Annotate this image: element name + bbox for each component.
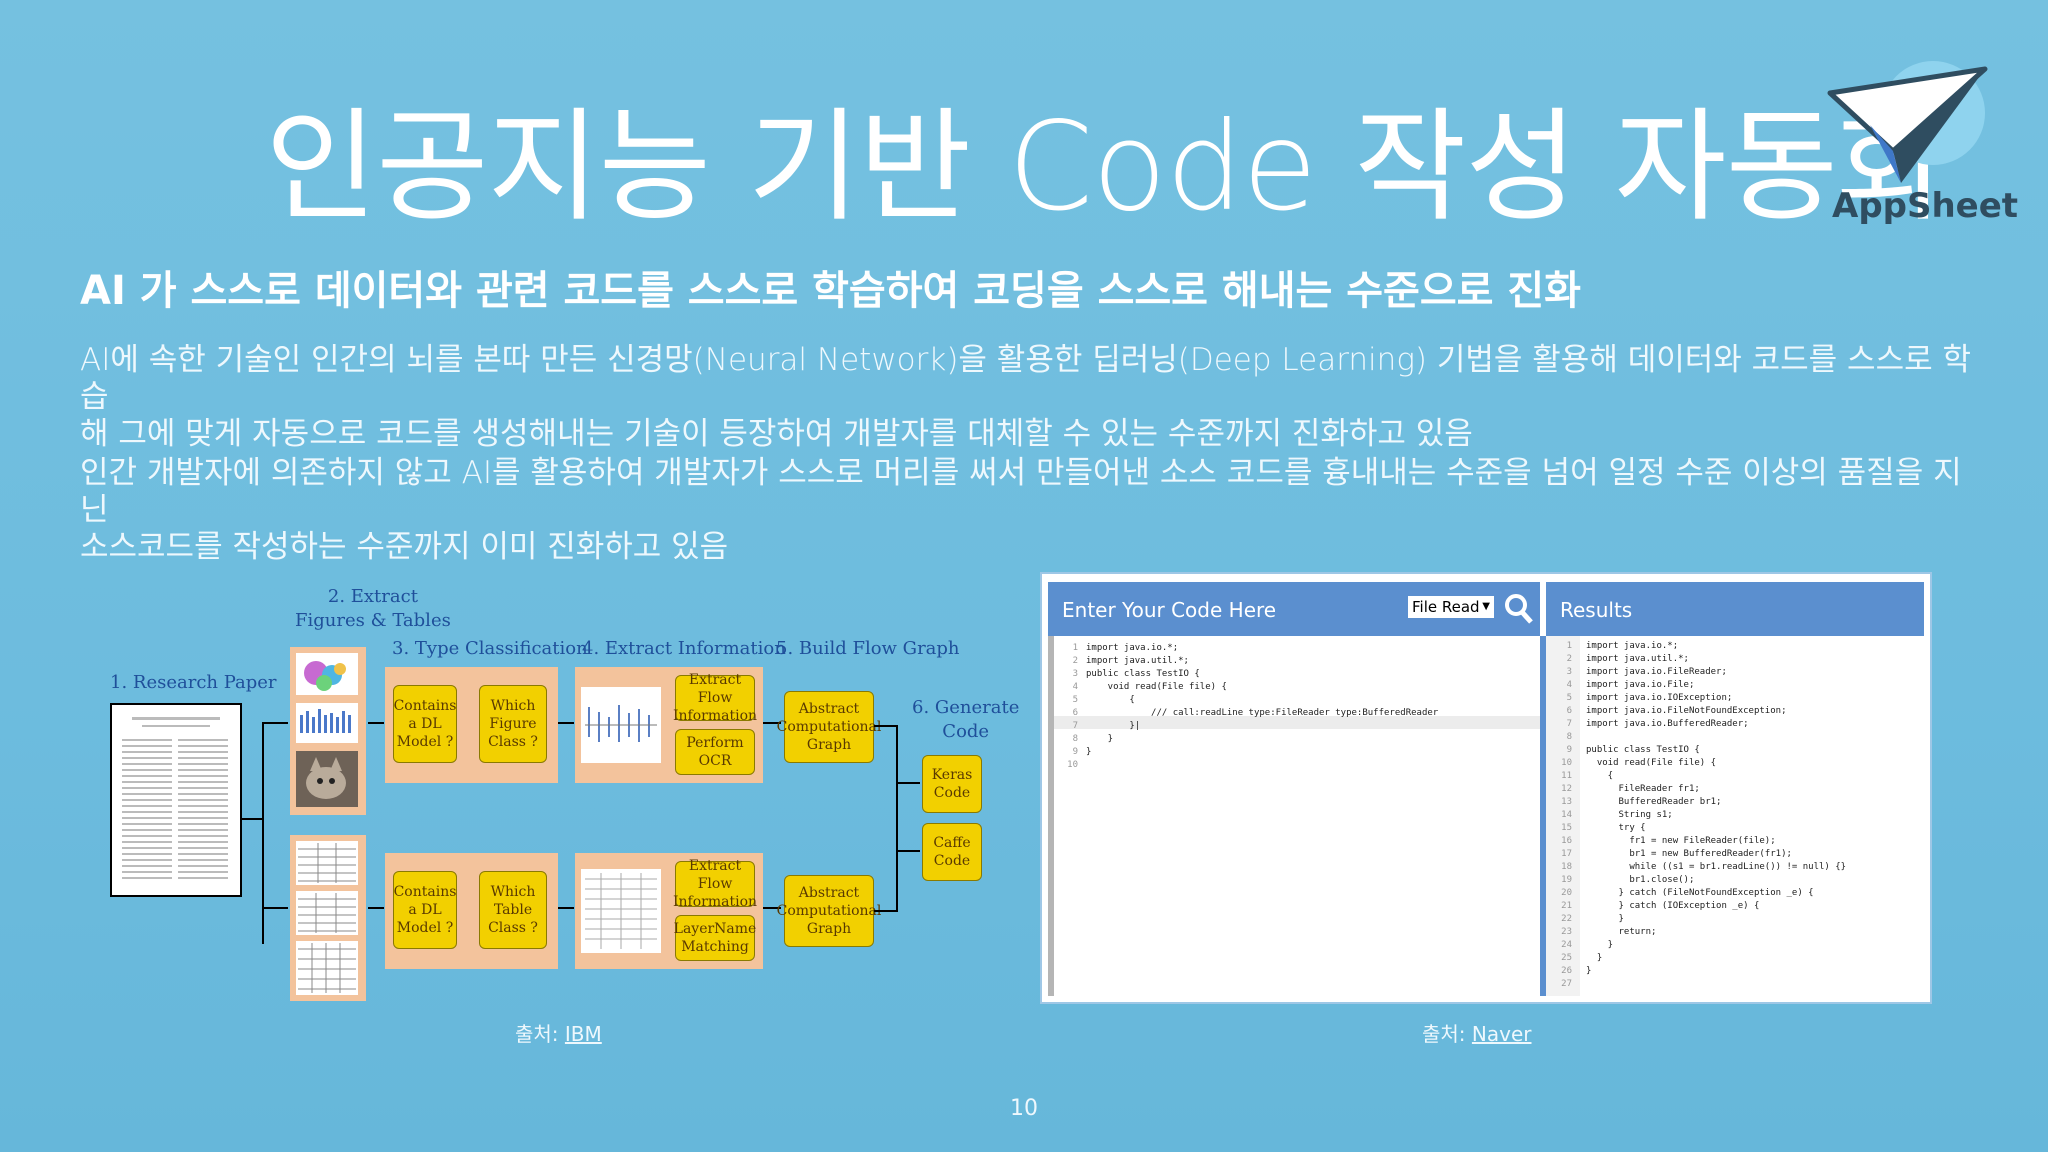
results-gutter	[1546, 636, 1580, 996]
ibm-source-caption: 출처: IBM	[515, 1018, 602, 1047]
abstract-graph-box-top: Abstract Computational Graph	[777, 691, 881, 763]
perform-ocr-box: Perform OCR	[675, 729, 755, 775]
results-panel-title: Results	[1560, 598, 1633, 622]
table-thumbnail-3	[296, 941, 358, 995]
logo-text: AppSheet	[1832, 186, 2019, 226]
abstract-graph-box-bottom: Abstract Computational Graph	[777, 875, 881, 947]
layername-matching-box: LayerName Matching	[674, 915, 756, 961]
contains-dl-model-box-bottom: Contains a DL Model ?	[393, 871, 457, 949]
editor-active-line	[1054, 716, 1540, 729]
paragraph-2: 인간 개발자에 의존하지 않고 AI를 활용하여 개발자가 스스로 머리를 써서…	[80, 455, 1980, 566]
input-code-text: import java.io.*; import java.util.*; pu…	[1086, 643, 1439, 757]
caffe-code-box: Caffe Code	[922, 823, 982, 881]
extract-stage-top: Extract Flow Information Perform OCR	[575, 667, 763, 783]
step-4-label: 4. Extract Information	[582, 638, 786, 659]
contains-dl-model-box-top: Contains a DL Model ?	[393, 685, 457, 763]
paragraph-1: AI에 속한 기술인 인간의 뇌를 본따 만든 신경망(Neural Netwo…	[80, 342, 1980, 453]
slide-subtitle: AI 가 스스로 데이터와 관련 코드를 스스로 학습하여 코딩을 스스로 해내…	[80, 268, 1581, 314]
paper-text-lines	[122, 717, 228, 879]
step-6-label: 6. Generate Code	[912, 696, 1019, 744]
input-panel-header: Enter Your Code Here File Read ▼	[1048, 582, 1540, 636]
panel-divider	[1540, 636, 1546, 996]
paragraph-1-line-1: AI에 속한 기술인 인간의 뇌를 본따 만든 신경망(Neural Netwo…	[80, 342, 1971, 415]
paragraph-2-line-2: 소스코드를 작성하는 수준까지 이미 진화하고 있음	[80, 529, 729, 565]
tables-stage	[290, 835, 366, 1001]
keras-code-box: Keras Code	[922, 755, 982, 813]
chevron-down-icon: ▼	[1482, 601, 1490, 612]
step-3-label: 3. Type Classification	[392, 638, 588, 659]
which-table-class-box: Which Table Class ?	[479, 871, 547, 949]
flow-figure-thumbnail	[581, 687, 661, 763]
code-type-select[interactable]: File Read ▼	[1408, 596, 1494, 618]
appsheet-logo	[1825, 55, 2005, 235]
results-output: 1 2 3 4 5 6 7 8 9 10 11 12 13 14 15 16 1…	[1546, 636, 1924, 996]
research-paper-thumbnail	[110, 703, 242, 897]
flow-table-thumbnail	[581, 869, 661, 953]
source-prefix: 출처:	[515, 1022, 565, 1046]
step-5-label: 5. Build Flow Graph	[776, 638, 960, 659]
paragraph-1-line-2: 해 그에 맞게 자동으로 코드를 생성해내는 기술이 등장하여 개발자를 대체할…	[80, 416, 1473, 452]
figure-thumbnail-2	[296, 703, 358, 743]
step-2-label: 2. Extract Figures & Tables	[295, 585, 451, 633]
which-figure-class-box: Which Figure Class ?	[479, 685, 547, 763]
results-code-text: import java.io.*; import java.util.*; im…	[1586, 641, 1847, 976]
ibm-source-link[interactable]: IBM	[564, 1022, 602, 1046]
figure-thumbnail-cat	[296, 751, 358, 807]
table-thumbnail-2	[296, 891, 358, 935]
page-number: 10	[1010, 1096, 1038, 1121]
step-1-label: 1. Research Paper	[110, 672, 277, 693]
step-2-line-1: 2. Extract	[327, 586, 418, 607]
step-6-line-1: 6. Generate	[912, 697, 1020, 718]
search-icon[interactable]	[1504, 592, 1534, 624]
slide-title: 인공지능 기반 Code 작성 자동화	[265, 96, 1949, 238]
extract-stage-bottom: Extract Flow Information LayerName Match…	[575, 853, 763, 969]
naver-source-link[interactable]: Naver	[1471, 1022, 1532, 1046]
code-type-select-value: File Read	[1412, 598, 1480, 616]
results-line-numbers: 1 2 3 4 5 6 7 8 9 10 11 12 13 14 15 16 1…	[1561, 641, 1572, 989]
table-thumbnail-1	[296, 841, 358, 885]
figure-thumbnail-1	[296, 653, 358, 695]
step-6-line-2: Code	[942, 721, 990, 742]
extract-flow-info-box-top: Extract Flow Information	[673, 672, 758, 724]
step-2-line-2: Figures & Tables	[295, 610, 451, 631]
naver-source-caption: 출처: Naver	[1422, 1018, 1532, 1047]
classification-stage-top: Contains a DL Model ? Which Figure Class…	[385, 667, 558, 783]
input-line-numbers: 1 2 3 4 5 6 7 8 9 10	[1067, 643, 1078, 770]
paragraph-2-line-1: 인간 개발자에 의존하지 않고 AI를 활용하여 개발자가 스스로 머리를 써서…	[80, 455, 1962, 528]
input-panel-title: Enter Your Code Here	[1062, 598, 1277, 622]
figures-stage	[290, 647, 366, 815]
extract-flow-info-box-bottom: Extract Flow Information	[673, 858, 758, 910]
ibm-pipeline-diagram: 2. Extract Figures & Tables 1. Research …	[100, 585, 1020, 1005]
code-input-editor[interactable]: 1 2 3 4 5 6 7 8 9 10 import java.io.*; i…	[1048, 636, 1540, 996]
results-panel-header: Results	[1546, 582, 1924, 636]
paper-plane-icon	[1827, 61, 1988, 183]
classification-stage-bottom: Contains a DL Model ? Which Table Class …	[385, 853, 558, 969]
source-prefix: 출처:	[1422, 1022, 1472, 1046]
code-generator-panel: Enter Your Code Here File Read ▼ Results…	[1040, 572, 1932, 1004]
